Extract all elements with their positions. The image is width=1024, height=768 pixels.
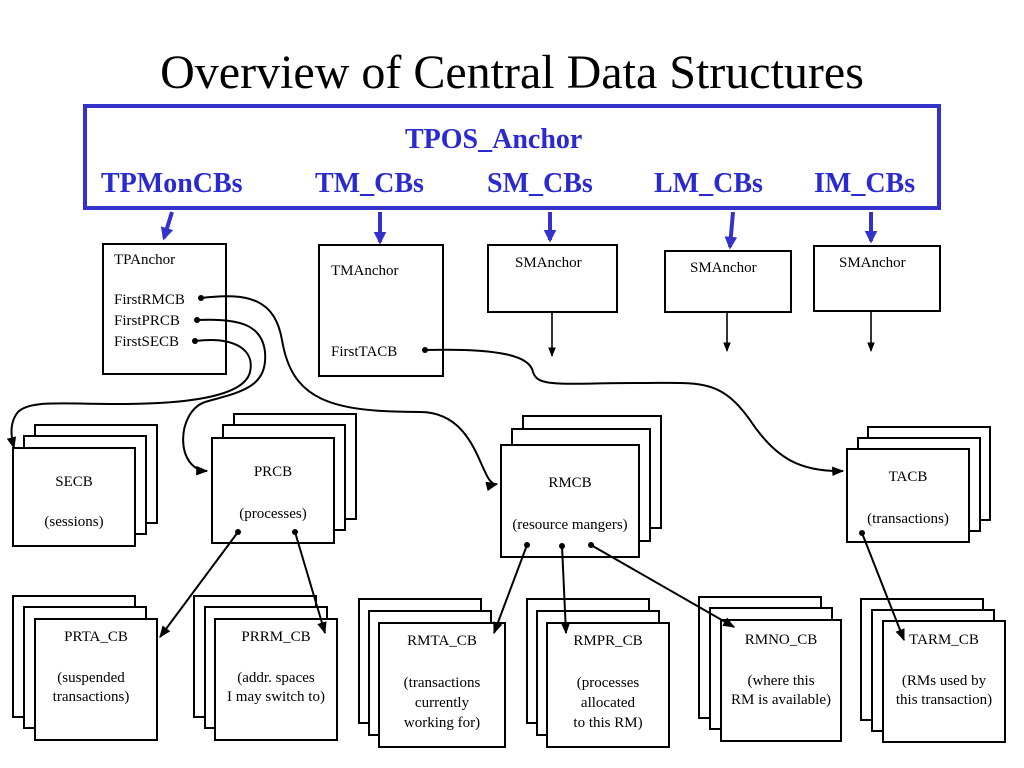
rmcb-to-rmpr-pointer (560, 545, 571, 635)
rmpr-cb-box: RMPR_CB (processes allocated to this RM) (546, 622, 670, 748)
secb-box: SECB (sessions) (12, 447, 136, 547)
rmno-cb-label: RMNO_CB (744, 632, 818, 648)
tacb-label: TACB (888, 469, 928, 485)
smanchor-box-3: SMAnchor (813, 245, 941, 312)
tpanchor-label: TPAnchor (114, 252, 176, 268)
field-sm-cbs: SM_CBs (487, 168, 593, 199)
first-secb-pointer (6, 339, 252, 450)
tarm-cb-box: TARM_CB (RMs used by this transaction) (882, 620, 1006, 743)
rmcb-to-rmta-pointer (493, 544, 528, 635)
field-tpmoncbs: TPMonCBs (101, 168, 243, 199)
page-title: Overview of Central Data Structures (160, 46, 864, 99)
field-lm-cbs: LM_CBs (654, 168, 763, 199)
prrm-cb-box: PRRM_CB (addr. spaces I may switch to) (214, 618, 338, 741)
rmcb-box: RMCB (resource mangers) (500, 444, 640, 558)
prrm-cb-desc-1: (addr. spaces (237, 670, 315, 686)
rmcb-desc: (resource mangers) (512, 517, 628, 533)
rmcb-to-rmno-pointer (590, 544, 736, 628)
first-secb-field: FirstSECB (114, 334, 180, 350)
smanchor-box-2: SMAnchor (664, 250, 792, 313)
secb-label: SECB (55, 474, 93, 490)
field-im-cbs: IM_CBs (814, 168, 916, 199)
first-tacb-pointer (424, 348, 845, 477)
arrow-lm-cbs (724, 211, 738, 250)
first-tacb-field: FirstTACB (331, 344, 398, 360)
rmno-cb-desc-1: (where this (747, 673, 815, 689)
field-tm-cbs: TM_CBs (315, 168, 424, 199)
tacb-desc: (transactions) (867, 511, 949, 527)
prrm-cb-label: PRRM_CB (241, 629, 311, 645)
first-prcb-field: FirstPRCB (114, 313, 180, 329)
first-rmcb-field: FirstRMCB (114, 292, 185, 308)
prta-cb-desc-1: (suspended (57, 670, 125, 686)
prta-cb-box: PRTA_CB (suspended transactions) (34, 618, 158, 741)
rmpr-cb-desc-3: to this RM) (573, 715, 643, 731)
rmcb-label: RMCB (548, 475, 592, 491)
prta-cb-desc-2: transactions) (52, 689, 130, 705)
first-rmcb-pointer (200, 295, 499, 492)
tacb-to-tarm-pointer (861, 532, 905, 642)
prta-cb-label: PRTA_CB (64, 629, 128, 645)
prcb-to-prrm-pointer (294, 531, 327, 635)
tmanchor-label: TMAnchor (331, 263, 399, 279)
tpos-anchor-label: TPOS_Anchor (405, 124, 583, 155)
nil-arrows (548, 312, 875, 357)
smanchor-label-1: SMAnchor (515, 255, 582, 271)
rmta-cb-box: RMTA_CB (transactions currently working … (378, 622, 506, 748)
rmpr-cb-label: RMPR_CB (573, 633, 643, 649)
secb-desc: (sessions) (44, 514, 104, 530)
tarm-cb-desc-2: this transaction) (895, 692, 993, 708)
tpanchor-box: TPAnchor FirstRMCB FirstPRCB FirstSECB (102, 243, 227, 375)
tpos-anchor-box: TPOS_Anchor TPMonCBs TM_CBs SM_CBs LM_CB… (83, 104, 941, 210)
rmta-cb-desc-2: currently (414, 695, 470, 711)
arrow-tpmoncbs (160, 211, 174, 241)
tarm-cb-desc-1: (RMs used by (901, 673, 987, 689)
tarm-cb-label: TARM_CB (909, 632, 979, 648)
pointer-dots (192, 295, 865, 549)
prcb-label: PRCB (253, 464, 293, 480)
prcb-box: PRCB (processes) (211, 437, 335, 544)
rmpr-cb-desc-2: allocated (580, 695, 636, 711)
smanchor-box-1: SMAnchor (487, 244, 618, 313)
smanchor-label-2: SMAnchor (690, 260, 757, 276)
pointer-curves (6, 295, 845, 492)
anchor-arrows (160, 211, 878, 250)
rmno-cb-box: RMNO_CB (where this RM is available) (720, 619, 842, 742)
prrm-cb-desc-2: I may switch to) (227, 689, 325, 705)
rmta-cb-desc-1: (transactions (403, 675, 481, 691)
first-prcb-pointer (182, 318, 267, 476)
prcb-desc: (processes) (239, 506, 307, 522)
tmanchor-box: TMAnchor FirstTACB (318, 244, 444, 377)
smanchor-label-3: SMAnchor (839, 255, 906, 271)
rmta-cb-label: RMTA_CB (407, 633, 477, 649)
rmpr-cb-desc-1: (processes (576, 675, 640, 691)
prcb-to-prta-pointer (159, 531, 239, 638)
pointer-lines (159, 531, 905, 642)
rmta-cb-desc-3: working for) (403, 715, 481, 731)
rmno-cb-desc-2: RM is available) (731, 692, 831, 708)
tacb-box: TACB (transactions) (846, 448, 970, 543)
